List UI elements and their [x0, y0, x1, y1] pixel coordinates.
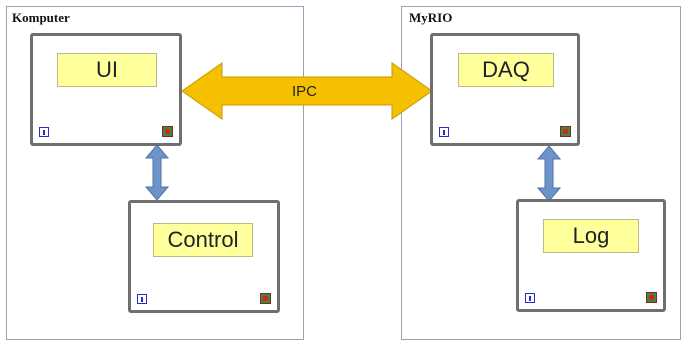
komputer-panel: [6, 6, 304, 340]
komputer-panel-title: Komputer: [12, 10, 70, 25]
iteration-icon: [525, 293, 535, 303]
ui-control-link-arrow: [144, 144, 170, 201]
ipc-label: IPC: [292, 83, 318, 100]
daq-loop: DAQ: [430, 33, 580, 146]
iteration-icon: [137, 294, 147, 304]
control-loop: Control: [128, 200, 280, 313]
ui-label: UI: [57, 53, 157, 87]
stop-icon: [162, 126, 173, 137]
stop-icon: [260, 293, 271, 304]
myrio-panel: [401, 6, 681, 340]
iteration-icon: [439, 127, 449, 137]
iteration-icon: [39, 127, 49, 137]
daq-label: DAQ: [458, 53, 554, 87]
ui-loop: UI: [30, 33, 182, 146]
stop-icon: [560, 126, 571, 137]
log-loop: Log: [516, 199, 666, 312]
log-label: Log: [543, 219, 639, 253]
daq-log-link-arrow: [536, 145, 562, 202]
myrio-panel-title: MyRIO: [409, 10, 453, 25]
control-label: Control: [153, 223, 253, 257]
stop-icon: [646, 292, 657, 303]
